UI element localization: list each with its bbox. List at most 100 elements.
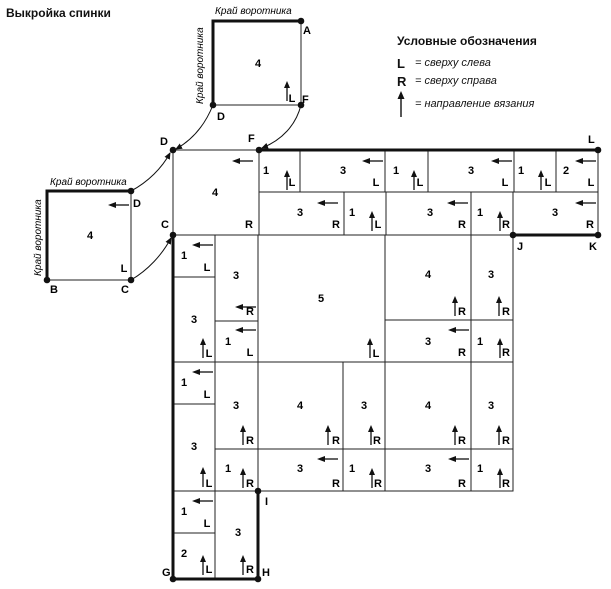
- block-number: 1: [477, 336, 483, 348]
- block-number: 3: [233, 270, 239, 282]
- point-dot: [594, 231, 602, 239]
- corner-left-mark: L: [289, 93, 296, 105]
- arrow-left-icon: [235, 327, 243, 333]
- corner-left-mark: L: [121, 263, 128, 275]
- direction-arrows: [108, 81, 596, 575]
- block-number: 1: [263, 165, 269, 177]
- arrow-left-icon: [317, 200, 325, 206]
- arrow-left-icon: [192, 369, 200, 375]
- block-number: 3: [468, 165, 474, 177]
- corner-right-mark: R: [458, 347, 466, 359]
- corner-right-mark: R: [374, 478, 382, 490]
- legend-text-right: = сверху справа: [415, 75, 497, 87]
- arrow-up-icon: [240, 555, 246, 562]
- point-dot: [254, 575, 262, 583]
- join-arrows: [130, 104, 302, 281]
- arrow-up-icon: [240, 425, 246, 432]
- point-dot: [255, 146, 263, 154]
- corner-right-mark: R: [502, 478, 510, 490]
- point-dot: [169, 146, 177, 154]
- corner-right-mark: R: [246, 435, 254, 447]
- arrow-up-icon: [497, 468, 503, 475]
- block-number: 1: [181, 250, 187, 262]
- block-number: 1: [518, 165, 524, 177]
- arrow-left-icon: [448, 327, 456, 333]
- legend-item-left: L = сверху слева: [397, 54, 602, 72]
- block-number: 1: [393, 165, 399, 177]
- corner-right-mark: R: [586, 219, 594, 231]
- block-number: 1: [181, 377, 187, 389]
- arrow-up-icon: [397, 91, 415, 117]
- block-number: 2: [181, 548, 187, 560]
- block-number: 3: [191, 441, 197, 453]
- point-label: H: [262, 567, 270, 579]
- arrow-left-icon: [575, 158, 583, 164]
- point-label: I: [265, 496, 268, 508]
- corner-left-mark: L: [204, 262, 211, 274]
- arrow-up-icon: [496, 425, 502, 432]
- arrow-up-icon: [497, 338, 503, 345]
- arrow-up-icon: [497, 211, 503, 218]
- corner-right-mark: R: [332, 478, 340, 490]
- legend-text-left: = сверху слева: [415, 57, 491, 69]
- corner-left-mark: L: [204, 518, 211, 530]
- corner-right-mark: R: [458, 219, 466, 231]
- block-number: 3: [427, 207, 433, 219]
- block-number: 3: [425, 336, 431, 348]
- block-number: 1: [225, 463, 231, 475]
- corner-left-mark: L: [206, 564, 213, 576]
- join-arrow-c: [130, 237, 172, 281]
- arrow-up-icon: [452, 296, 458, 303]
- arrow-up-icon: [240, 468, 246, 475]
- legend-text-direction: = направление вязания: [415, 98, 535, 110]
- block-number: 4: [425, 269, 432, 281]
- corner-right-mark: R: [332, 435, 340, 447]
- block-number: 4: [212, 187, 219, 199]
- block-number: 3: [425, 463, 431, 475]
- point-label: D: [160, 136, 168, 148]
- block-number: 1: [225, 336, 231, 348]
- block-number: 3: [488, 400, 494, 412]
- block-number: 1: [181, 506, 187, 518]
- corner-right-mark: R: [245, 219, 253, 231]
- point-dot: [209, 101, 217, 109]
- corner-right-mark: R: [458, 435, 466, 447]
- corner-left-mark: L: [588, 177, 595, 189]
- arrow-up-icon: [452, 425, 458, 432]
- arrow-up-icon: [200, 467, 206, 474]
- point-label: D: [217, 111, 225, 123]
- point-dot: [127, 187, 135, 195]
- corner-left-mark: L: [204, 389, 211, 401]
- corner-right-mark: R: [458, 478, 466, 490]
- arrow-up-icon: [369, 211, 375, 218]
- block-number: 2: [563, 165, 569, 177]
- point-label: D: [133, 198, 141, 210]
- point-dot: [169, 575, 177, 583]
- corner-right-mark: R: [458, 306, 466, 318]
- arrow-left-icon: [192, 242, 200, 248]
- arrow-left-icon: [575, 200, 583, 206]
- block-number: 3: [340, 165, 346, 177]
- arrow-left-icon: [448, 456, 456, 462]
- join-arrow-d: [175, 104, 214, 150]
- arrow-left-icon: [447, 200, 455, 206]
- arrow-left-icon: [235, 304, 243, 310]
- corner-left-mark: L: [206, 348, 213, 360]
- legend: Условные обозначения L = сверху слева R …: [397, 34, 602, 118]
- corner-left-mark: L: [373, 348, 380, 360]
- arrow-left-icon: [232, 158, 240, 164]
- corner-left-mark: L: [373, 177, 380, 189]
- corner-right-mark: R: [502, 435, 510, 447]
- arrow-left-icon: [362, 158, 370, 164]
- block-number: 4: [425, 400, 432, 412]
- point-label: K: [589, 241, 597, 253]
- block-number: 3: [488, 269, 494, 281]
- corner-left-mark: L: [502, 177, 509, 189]
- collar-edge-label: Край воротника: [195, 27, 206, 104]
- block-number: 3: [552, 207, 558, 219]
- arrow-up-icon: [496, 296, 502, 303]
- collar-edge-label: Край воротника: [215, 6, 292, 17]
- point-label: L: [588, 134, 595, 146]
